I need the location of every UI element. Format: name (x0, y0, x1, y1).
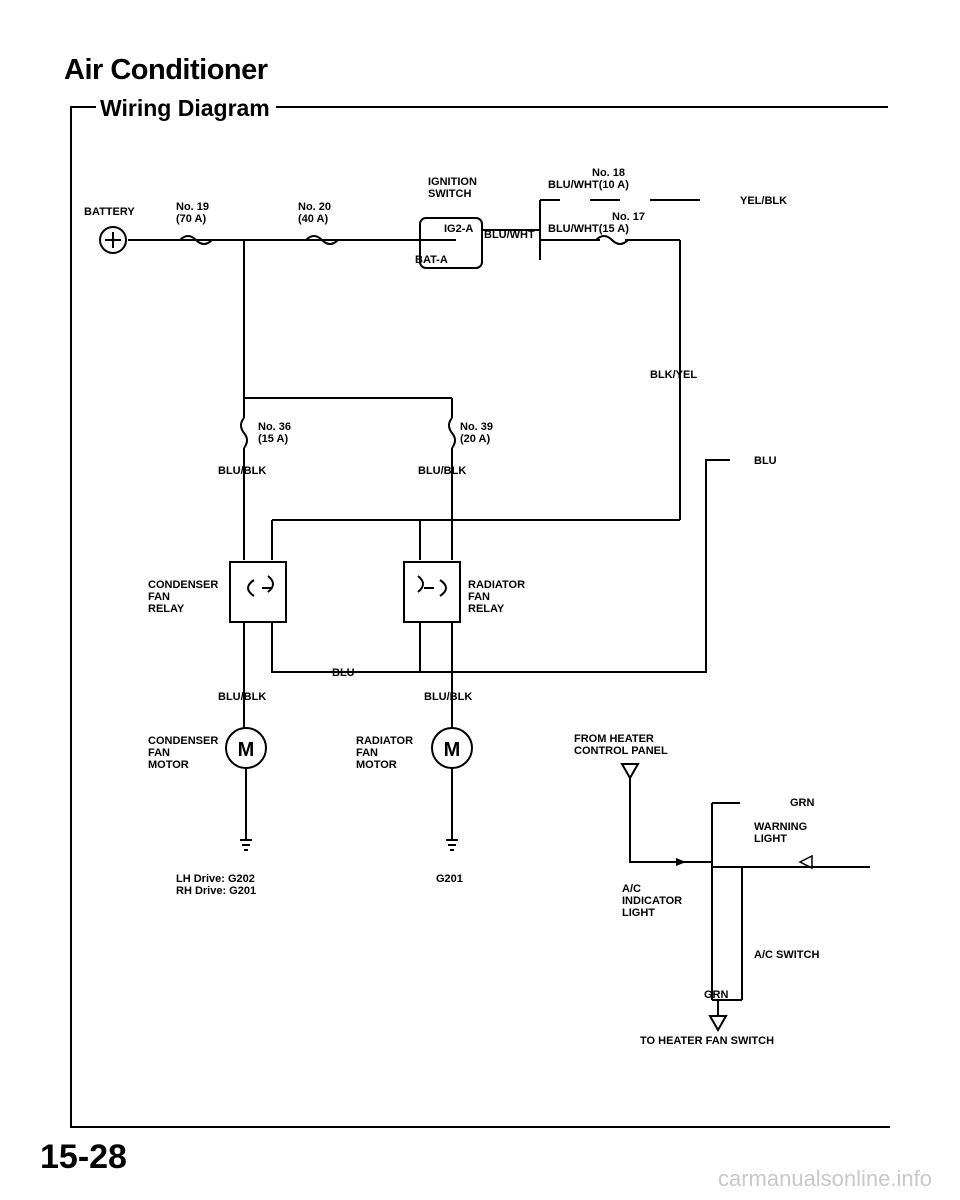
fuse18-no: No. 18 (592, 167, 625, 179)
wire-blu-blk-right-bottom: BLU/BLK (424, 691, 472, 703)
fuse19-no: No. 19 (176, 201, 209, 213)
ignition-label-2: SWITCH (428, 188, 471, 200)
fuse17-wire: BLU/WHT(15 A) (548, 223, 629, 235)
bata-label: BAT-A (415, 254, 448, 266)
motor-symbol-condenser: M (238, 739, 255, 761)
to-heater-fan-switch: TO HEATER FAN SWITCH (640, 1035, 774, 1047)
blu-wht-label: BLU/WHT (484, 229, 535, 241)
wires (128, 199, 870, 1033)
ac-indicator-label-1: A/C (622, 883, 641, 895)
fuse20-no: No. 20 (298, 201, 331, 213)
cond-relay-label-2: FAN (148, 591, 170, 603)
ground-g201: G201 (436, 873, 463, 885)
diode-icon (676, 858, 686, 866)
ac-indicator-label-3: LIGHT (622, 907, 655, 919)
fuse39-amp: (20 A) (460, 433, 490, 445)
heater-label-1: FROM HEATER (574, 733, 654, 745)
cond-motor-label-3: MOTOR (148, 759, 189, 771)
wire-grn-top: GRN (790, 797, 815, 809)
yel-blk-label: YEL/BLK (740, 195, 787, 207)
rad-motor-label-3: MOTOR (356, 759, 397, 771)
wire-blu-blk-left-bottom: BLU/BLK (218, 691, 266, 703)
fuse36-no: No. 36 (258, 421, 291, 433)
wire-blu-right: BLU (754, 455, 777, 467)
page-subtitle: Wiring Diagram (96, 95, 276, 122)
fuse36-amp: (15 A) (258, 433, 288, 445)
watermark: carmanualsonline.info (717, 1166, 932, 1191)
bottom-rule (70, 1126, 890, 1128)
wire-blu-mid: BLU (332, 667, 355, 679)
cond-motor-label-2: FAN (148, 747, 170, 759)
page-title: Air Conditioner (64, 54, 268, 86)
cond-motor-label-1: CONDENSER (148, 735, 218, 747)
warning-light-label-1: WARNING (754, 821, 807, 833)
fuse19-amp: (70 A) (176, 213, 206, 225)
rad-motor-label-1: RADIATOR (356, 735, 413, 747)
wire-grn-bottom: GRN (704, 989, 729, 1001)
fuse39-no: No. 39 (460, 421, 493, 433)
left-border (70, 106, 72, 1128)
blk-yel-label: BLK/YEL (650, 369, 697, 381)
ig2a-label: IG2-A (444, 223, 473, 235)
ac-switch-label: A/C SWITCH (754, 949, 819, 961)
cond-relay-label-3: RELAY (148, 603, 185, 615)
wire-blu-blk-left-top: BLU/BLK (218, 465, 266, 477)
battery-label: BATTERY (84, 206, 135, 218)
fuse20-amp: (40 A) (298, 213, 328, 225)
rad-relay-label-1: RADIATOR (468, 579, 525, 591)
rh-drive-ground: RH Drive: G201 (176, 885, 256, 897)
fuse17-no: No. 17 (612, 211, 645, 223)
warning-diode-icon (798, 854, 813, 870)
lh-drive-ground: LH Drive: G202 (176, 873, 255, 885)
rad-relay-label-2: FAN (468, 591, 490, 603)
cond-relay-label-1: CONDENSER (148, 579, 218, 591)
ac-indicator-label-2: INDICATOR (622, 895, 682, 907)
heater-label-2: CONTROL PANEL (574, 745, 668, 757)
warning-light-label-2: LIGHT (754, 833, 787, 845)
rad-motor-label-2: FAN (356, 747, 378, 759)
page-number: 15-28 (40, 1138, 127, 1176)
motor-symbol-radiator: M (444, 739, 461, 761)
battery-plus-icon (105, 232, 121, 248)
ignition-label-1: IGNITION (428, 176, 477, 188)
header-rule (70, 106, 888, 108)
rad-relay-label-3: RELAY (468, 603, 505, 615)
fuse18-wire: BLU/WHT(10 A) (548, 179, 629, 191)
wire-blu-blk-right-top: BLU/BLK (418, 465, 466, 477)
